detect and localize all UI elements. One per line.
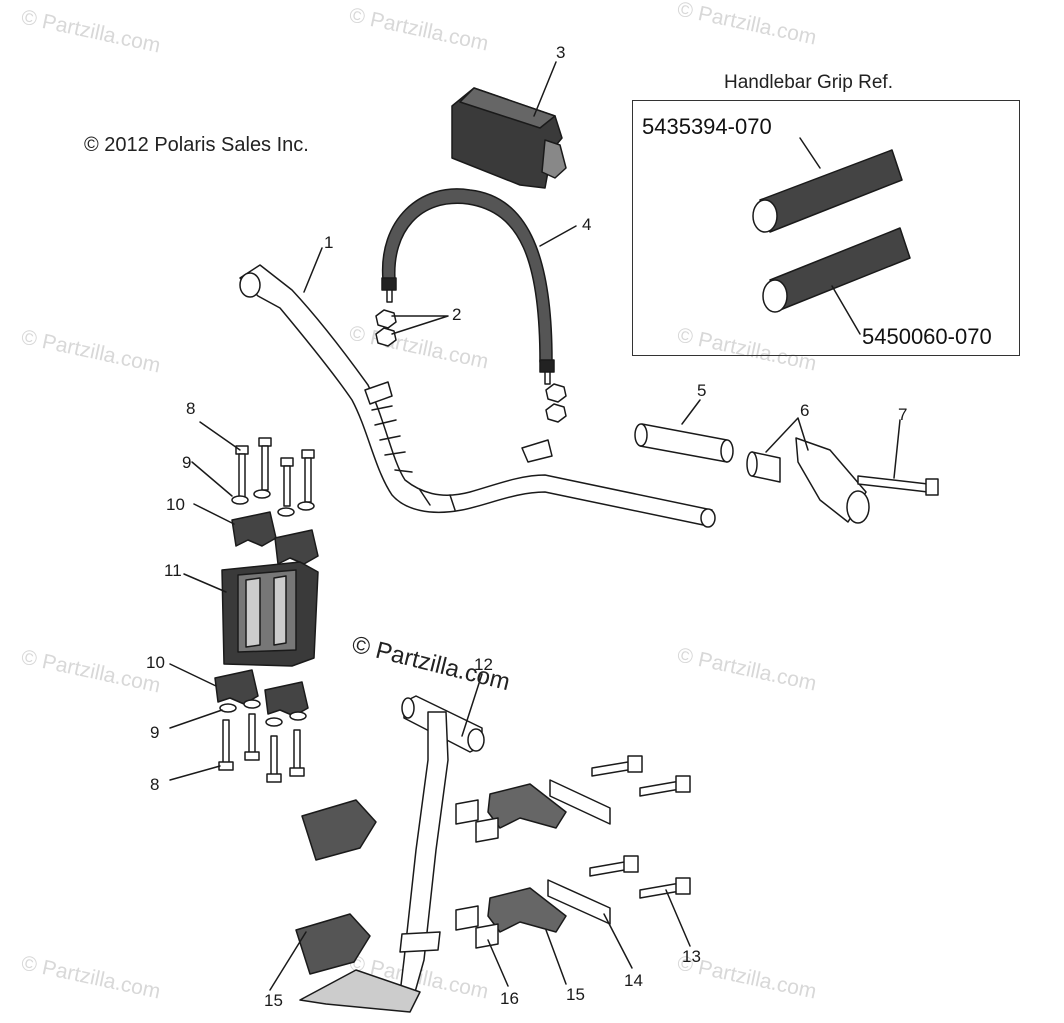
callout-label: 14 bbox=[624, 971, 643, 990]
upper-bolt-part bbox=[231, 437, 315, 517]
callout-label: 2 bbox=[452, 305, 462, 324]
leader-lines bbox=[169, 61, 901, 991]
callout-label: 7 bbox=[898, 405, 908, 424]
callout-label: 13 bbox=[682, 947, 701, 966]
callout-label: 15 bbox=[264, 991, 283, 1010]
grip-part-number: 5435394-070 bbox=[642, 114, 772, 139]
copyright-text: © 2012 Polaris Sales Inc. bbox=[84, 134, 309, 156]
steering-post-part bbox=[299, 695, 485, 1013]
callout-label: 11 bbox=[164, 561, 182, 580]
nut-part bbox=[375, 309, 567, 423]
callout-label: 8 bbox=[150, 775, 160, 794]
lower-bolt-part bbox=[218, 699, 307, 783]
bar-end-part bbox=[746, 437, 870, 524]
riser-part bbox=[221, 561, 319, 667]
callout-label: 9 bbox=[182, 453, 192, 472]
callout-label: 10 bbox=[146, 653, 165, 672]
callout-label: 15 bbox=[566, 985, 585, 1004]
callout-label: 16 bbox=[500, 989, 519, 1008]
grip-part-number: 5450060-070 bbox=[862, 324, 992, 349]
callout-label: 12 bbox=[474, 655, 493, 674]
callout-label: 9 bbox=[150, 723, 160, 742]
grip-reference-box bbox=[632, 100, 1020, 356]
long-bolt-part bbox=[857, 475, 939, 496]
callout-label: 5 bbox=[697, 381, 707, 400]
callout-label: 1 bbox=[324, 233, 334, 252]
callout-label: 3 bbox=[556, 43, 566, 62]
callout-label: 6 bbox=[800, 401, 810, 420]
lower-hardware-part bbox=[295, 755, 691, 975]
grip-tube-part bbox=[634, 423, 734, 463]
handlebar-part bbox=[239, 264, 716, 528]
grip-reference-title: Handlebar Grip Ref. bbox=[724, 72, 893, 93]
upper-clamp-part bbox=[231, 511, 319, 565]
handlebar-pad-part bbox=[451, 87, 567, 189]
callout-label: 8 bbox=[186, 399, 196, 418]
callout-label: 4 bbox=[582, 215, 592, 234]
grip-illustration-part bbox=[752, 149, 911, 313]
callout-label: 10 bbox=[166, 495, 185, 514]
crossbar-tube-part bbox=[381, 188, 555, 385]
